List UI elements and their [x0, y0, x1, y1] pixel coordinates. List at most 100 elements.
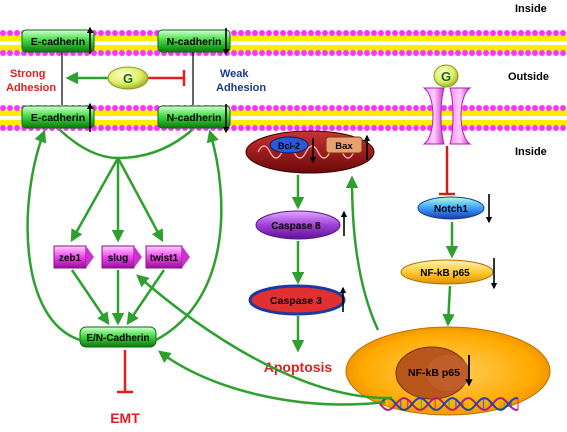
lipid-head	[273, 105, 279, 111]
lipid-head	[539, 30, 545, 36]
lipid-head	[406, 50, 412, 56]
lipid-head	[448, 30, 454, 36]
lipid-head	[294, 125, 300, 131]
lipid-head	[364, 105, 370, 111]
lipid-head	[413, 50, 419, 56]
lipid-head	[357, 105, 363, 111]
lipid-head	[119, 105, 125, 111]
lipid-head	[336, 105, 342, 111]
lipid-head	[476, 125, 482, 131]
lipid-head	[7, 125, 13, 131]
lipid-head	[483, 125, 489, 131]
lipid-head	[280, 50, 286, 56]
lipid-head	[518, 50, 524, 56]
lipid-head	[399, 50, 405, 56]
lipid-head	[420, 30, 426, 36]
lipid-head	[420, 50, 426, 56]
strong-adhesion-label: Strong Adhesion	[6, 68, 56, 94]
lipid-head	[518, 105, 524, 111]
lipid-head	[504, 105, 510, 111]
lipid-head	[252, 125, 258, 131]
lipid-head	[140, 30, 146, 36]
lipid-head	[98, 30, 104, 36]
lipid-head	[392, 105, 398, 111]
lipid-head	[406, 30, 412, 36]
svg-text:zeb1: zeb1	[59, 253, 82, 264]
lipid-head	[245, 30, 251, 36]
lipid-head	[511, 105, 517, 111]
lipid-head	[287, 50, 293, 56]
lipid-head	[399, 30, 405, 36]
lipid-head	[140, 50, 146, 56]
lipid-head	[532, 50, 538, 56]
lipid-head	[259, 30, 265, 36]
g-label-left: G	[123, 71, 133, 86]
lipid-head	[385, 30, 391, 36]
n-cadherin-top: N-cadherin	[157, 29, 231, 53]
lipid-head	[385, 50, 391, 56]
lipid-head	[315, 125, 321, 131]
lipid-head	[427, 105, 433, 111]
lipid-head	[315, 50, 321, 56]
lipid-head	[147, 50, 153, 56]
lipid-head	[350, 30, 356, 36]
lipid-head	[322, 30, 328, 36]
lipid-head	[560, 125, 566, 131]
lipid-head	[336, 125, 342, 131]
lipid-head	[343, 30, 349, 36]
lipid-head	[490, 30, 496, 36]
weak-adhesion-label: Weak Adhesion	[216, 68, 266, 94]
lipid-head	[399, 125, 405, 131]
svg-text:E/N-Cadherin: E/N-Cadherin	[86, 333, 149, 344]
lipid-head	[336, 50, 342, 56]
notch-receptor-channel	[422, 87, 472, 145]
lipid-head	[413, 30, 419, 36]
lipid-head	[476, 50, 482, 56]
lipid-head	[329, 105, 335, 111]
lipid-head	[462, 125, 468, 131]
lipid-head	[364, 125, 370, 131]
lipid-head	[133, 125, 139, 131]
svg-text:Bax: Bax	[335, 141, 353, 152]
lipid-head	[266, 125, 272, 131]
lipid-head	[301, 125, 307, 131]
lipid-head	[357, 50, 363, 56]
lipid-head	[322, 105, 328, 111]
lipid-head	[483, 30, 489, 36]
lipid-head	[329, 30, 335, 36]
e-cadherin-bottom: E-cadherin	[21, 105, 95, 129]
lipid-head	[511, 30, 517, 36]
lipid-head	[392, 50, 398, 56]
lipid-head	[553, 125, 559, 131]
lipid-head	[434, 50, 440, 56]
slug-node: slug	[101, 245, 142, 269]
lipid-head	[126, 50, 132, 56]
svg-text:NF-kB p65: NF-kB p65	[420, 268, 470, 279]
lipid-head	[119, 125, 125, 131]
svg-text:Bcl-2: Bcl-2	[278, 141, 300, 151]
lipid-head	[287, 30, 293, 36]
lipid-head	[546, 30, 552, 36]
lipid-head	[126, 125, 132, 131]
lipid-head	[392, 125, 398, 131]
lipid-head	[105, 125, 111, 131]
lipid-head	[497, 50, 503, 56]
bax-node: Bax	[325, 136, 363, 154]
lipid-head	[294, 105, 300, 111]
lipid-head	[413, 105, 419, 111]
lipid-head	[504, 30, 510, 36]
lipid-head	[364, 50, 370, 56]
lipid-head	[406, 125, 412, 131]
lipid-head	[245, 50, 251, 56]
lipid-head	[259, 50, 265, 56]
lipid-head	[133, 30, 139, 36]
lipid-head	[322, 125, 328, 131]
lipid-head	[490, 125, 496, 131]
lipid-head	[511, 125, 517, 131]
svg-text:N-cadherin: N-cadherin	[167, 36, 222, 48]
lipid-head	[273, 30, 279, 36]
lipid-head	[490, 105, 496, 111]
lipid-head	[0, 50, 6, 56]
lipid-head	[343, 125, 349, 131]
lipid-head	[518, 30, 524, 36]
